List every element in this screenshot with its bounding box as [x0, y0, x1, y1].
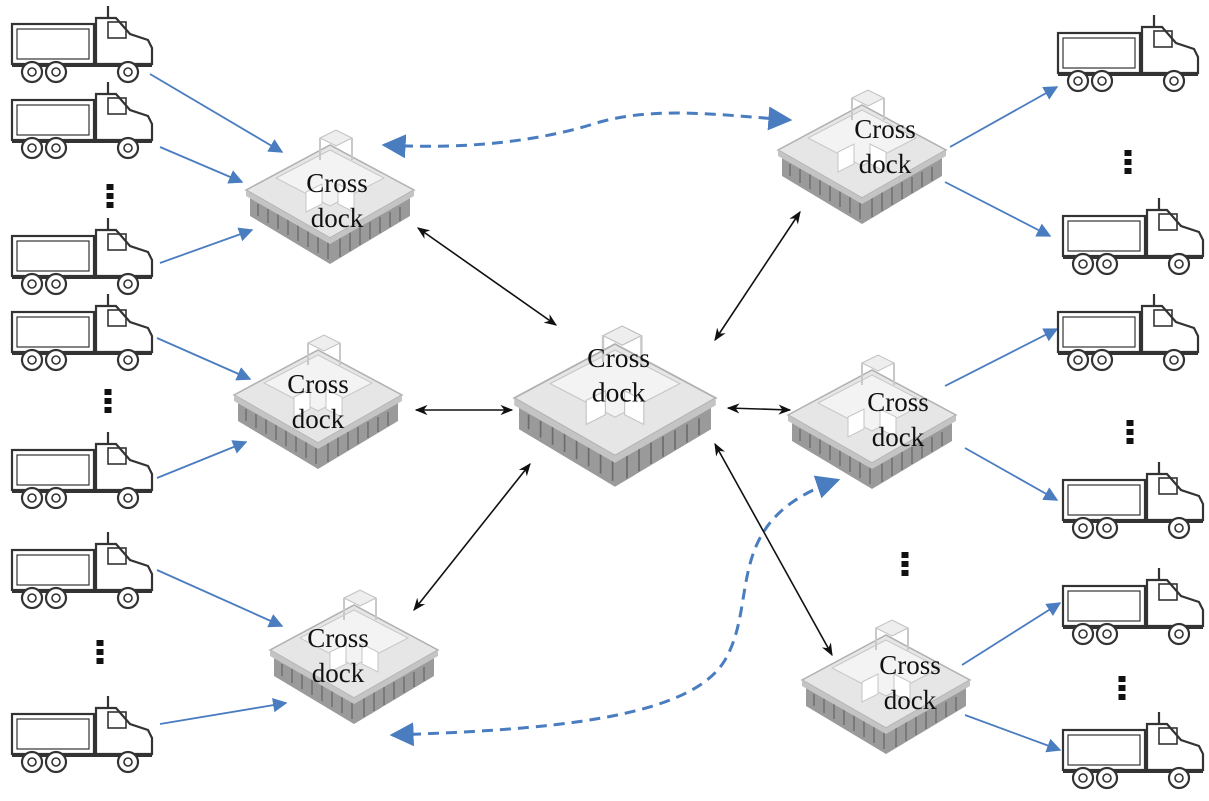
cross-dock-icon	[233, 334, 403, 470]
flow-arrow	[944, 328, 1059, 387]
dock-label-line1: Cross	[307, 623, 369, 653]
dock-label-line1: Cross	[879, 650, 941, 680]
dock-label-line1: Cross	[306, 168, 368, 198]
truck-icon	[10, 430, 154, 510]
truck-icon	[1056, 13, 1200, 93]
direct-links	[381, 106, 841, 747]
cross-dock-node-middle-left: Cross dock	[233, 334, 403, 470]
truck-icon	[10, 530, 154, 610]
cross-dock-node-top-left: Cross dock	[245, 129, 415, 265]
truck-icon	[10, 694, 154, 774]
flow-arrow	[961, 602, 1062, 666]
dashed-link	[381, 106, 793, 159]
inbound-flows	[149, 73, 1062, 753]
flow-arrow	[949, 86, 1059, 148]
vertical-ellipsis-icon	[1118, 676, 1126, 700]
vertical-ellipsis-icon	[901, 552, 909, 576]
flow-arrow	[944, 181, 1052, 237]
hub-link	[714, 442, 833, 657]
truck-icon	[1056, 292, 1200, 372]
dock-label-line2: dock	[872, 422, 925, 452]
truck-icon	[10, 292, 154, 372]
dock-label-line2: dock	[311, 203, 364, 233]
cross-dock-node-bottom-left: Cross dock	[269, 589, 439, 725]
dock-label-line2: dock	[292, 404, 345, 434]
dock-label-line2: dock	[592, 377, 646, 408]
cross-dock-node-middle-right: Cross dock	[787, 354, 957, 490]
flow-arrow	[156, 337, 252, 381]
truck-icon	[10, 216, 154, 296]
vertical-ellipsis-icon	[1126, 420, 1134, 444]
dock-label-line2: dock	[859, 149, 912, 179]
dock-label-line1: Cross	[854, 114, 916, 144]
cross-dock-node-bottom-right: Cross dock	[801, 619, 971, 755]
cross-dock-node-center: Cross dock	[513, 324, 717, 488]
truck-icon	[1061, 460, 1205, 540]
truck-icon	[1061, 196, 1205, 276]
truck-icon	[1061, 710, 1205, 790]
flow-arrow	[964, 447, 1059, 501]
cross-dock-icon	[269, 589, 439, 725]
flow-arrow	[964, 714, 1062, 753]
hub-link	[413, 462, 531, 612]
flow-arrow	[159, 698, 288, 725]
dock-label-line1: Cross	[867, 387, 929, 417]
dock-label-line2: dock	[312, 658, 365, 688]
truck-icon	[10, 80, 154, 160]
truck-icon	[1061, 566, 1205, 646]
cross-dock-node-top-right: Cross dock	[777, 89, 947, 225]
dock-label-line2: dock	[884, 685, 937, 715]
flow-arrow	[149, 73, 284, 153]
flow-arrow	[159, 146, 244, 184]
truck-icon	[10, 4, 154, 84]
flow-arrow	[159, 227, 254, 264]
dashed-link	[389, 475, 841, 747]
hub-links	[413, 210, 833, 657]
hub-link	[726, 403, 792, 415]
flow-arrow	[156, 440, 248, 479]
vertical-ellipsis-icon	[96, 640, 104, 664]
right-trucks	[1056, 13, 1205, 790]
vertical-ellipsis-icon	[104, 389, 112, 413]
vertical-ellipsis-icon	[1124, 150, 1132, 174]
dock-label-line1: Cross	[587, 342, 650, 373]
hub-link	[416, 227, 558, 326]
vertical-ellipsis-icon	[106, 184, 114, 208]
hub-link	[714, 210, 801, 342]
dock-label-line1: Cross	[287, 369, 349, 399]
left-trucks	[10, 4, 154, 774]
flow-arrow	[156, 569, 284, 628]
